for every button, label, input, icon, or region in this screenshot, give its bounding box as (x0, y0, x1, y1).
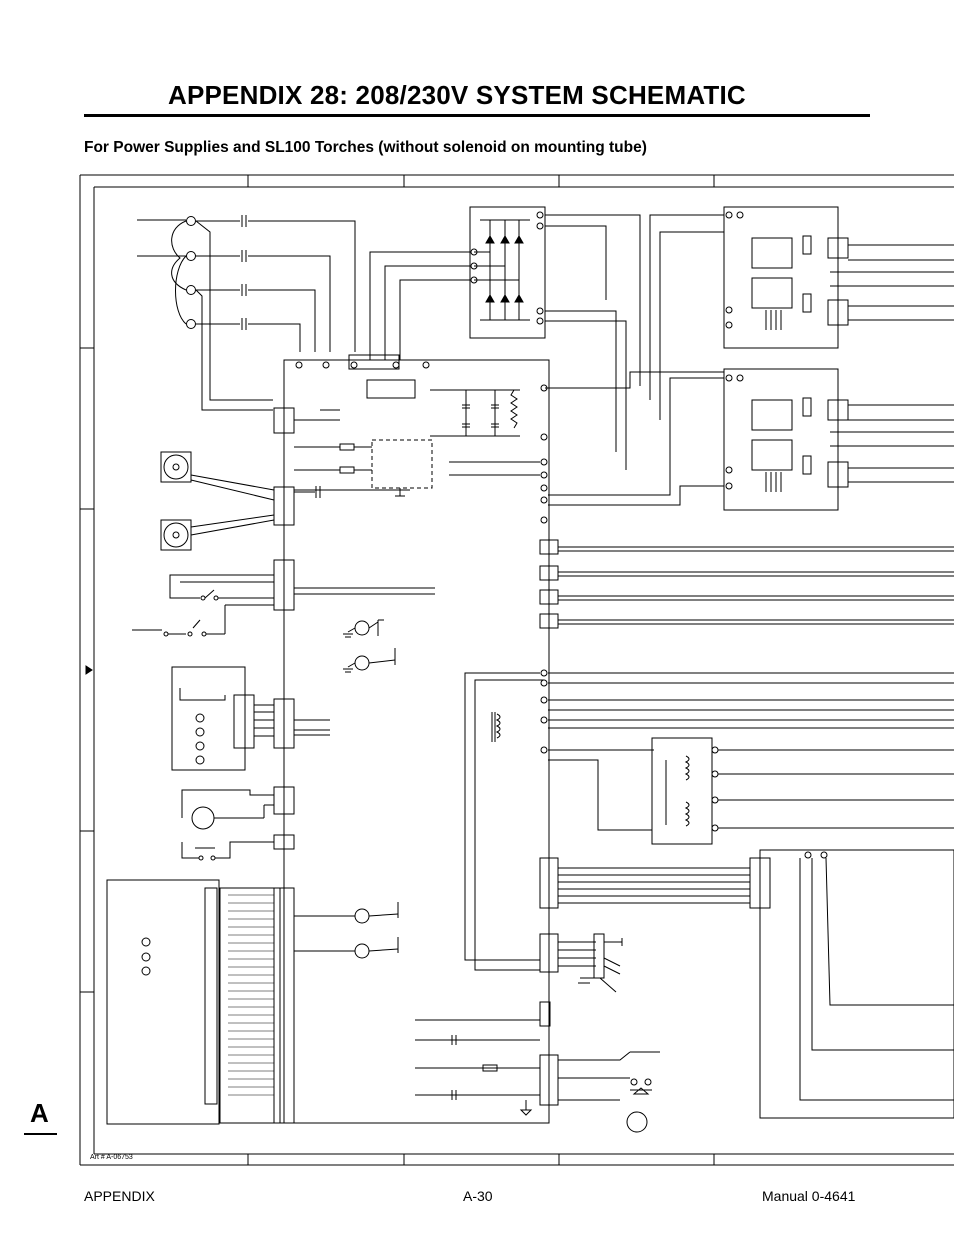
ribbon-cable (228, 894, 274, 1096)
drawing-border (79, 174, 954, 1166)
torch-connection (578, 933, 623, 993)
footer-section: APPENDIX (84, 1188, 155, 1204)
page-title: APPENDIX 28: 208/230V SYSTEM SCHEMATIC (168, 80, 746, 110)
input-rectifier (369, 206, 641, 470)
page-subtitle: For Power Supplies and SL100 Torches (wi… (84, 139, 647, 156)
title-underline (84, 114, 870, 117)
igbt-module-upper (649, 206, 954, 420)
footer-page-number: A-30 (463, 1188, 493, 1204)
transformer (548, 737, 954, 845)
front-panel-board (171, 666, 274, 771)
interlock-switches (132, 574, 274, 637)
output-wiring (464, 546, 954, 1133)
cooling-fans (160, 451, 321, 551)
side-tab-rule (24, 1133, 57, 1135)
side-tab-letter: A (30, 1098, 49, 1128)
input-power-terminals (137, 215, 356, 411)
logic-board (106, 879, 281, 1125)
footer-manual-number: Manual 0-4641 (762, 1188, 856, 1204)
main-control-board (273, 354, 559, 1124)
art-number: Art # A-06753 (90, 1154, 133, 1161)
gas-solenoid (181, 789, 274, 861)
igbt-module-lower (545, 368, 954, 511)
output-module (749, 849, 954, 1119)
